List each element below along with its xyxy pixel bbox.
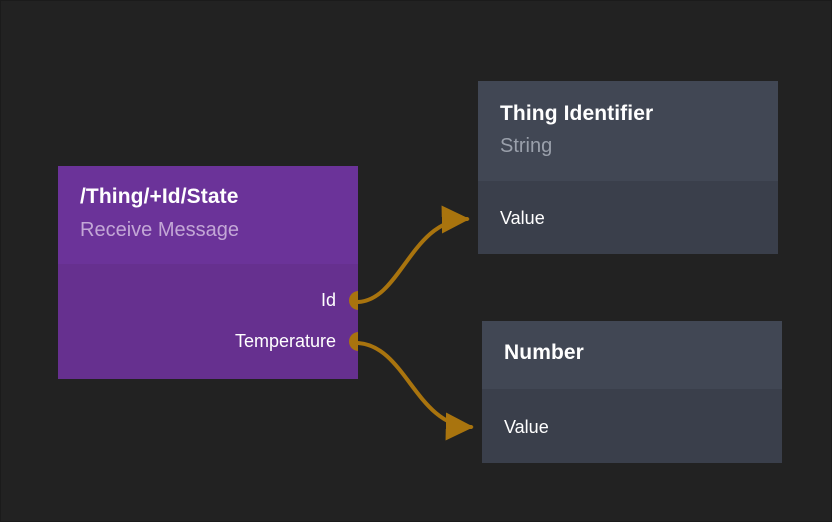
edge-temperature-to-number-value bbox=[356, 341, 474, 441]
node-header[interactable]: Thing Identifier String bbox=[478, 81, 778, 181]
node-body: Value bbox=[482, 389, 782, 463]
output-port-id[interactable]: Id bbox=[58, 288, 358, 312]
node-title: /Thing/+Id/State bbox=[80, 185, 239, 208]
input-port-label: Value bbox=[504, 417, 549, 437]
node-header[interactable]: Number bbox=[482, 321, 782, 389]
port-dot-icon[interactable] bbox=[349, 290, 358, 310]
port-dot-icon[interactable] bbox=[349, 331, 358, 351]
edge-id-to-thing-identifier-value bbox=[356, 205, 470, 304]
node-number[interactable]: Number Value bbox=[482, 321, 782, 463]
node-subtitle: String bbox=[500, 135, 553, 157]
input-port-label: Value bbox=[500, 208, 545, 228]
node-body: Value bbox=[478, 181, 778, 254]
output-port-label: Id bbox=[320, 290, 336, 310]
node-header[interactable]: /Thing/+Id/State Receive Message bbox=[58, 166, 358, 264]
input-port-value[interactable]: Value bbox=[500, 206, 778, 230]
node-title: Thing Identifier bbox=[500, 102, 654, 125]
node-receive-message[interactable]: /Thing/+Id/State Receive Message Id Temp… bbox=[58, 166, 358, 379]
input-port-value[interactable]: Value bbox=[504, 415, 782, 439]
node-body: Id Temperature bbox=[58, 264, 358, 379]
output-port-temperature[interactable]: Temperature bbox=[58, 329, 358, 353]
node-subtitle: Receive Message bbox=[80, 219, 239, 241]
node-thing-identifier[interactable]: Thing Identifier String Value bbox=[478, 81, 778, 254]
node-title: Number bbox=[504, 341, 584, 364]
output-port-label: Temperature bbox=[234, 331, 336, 351]
